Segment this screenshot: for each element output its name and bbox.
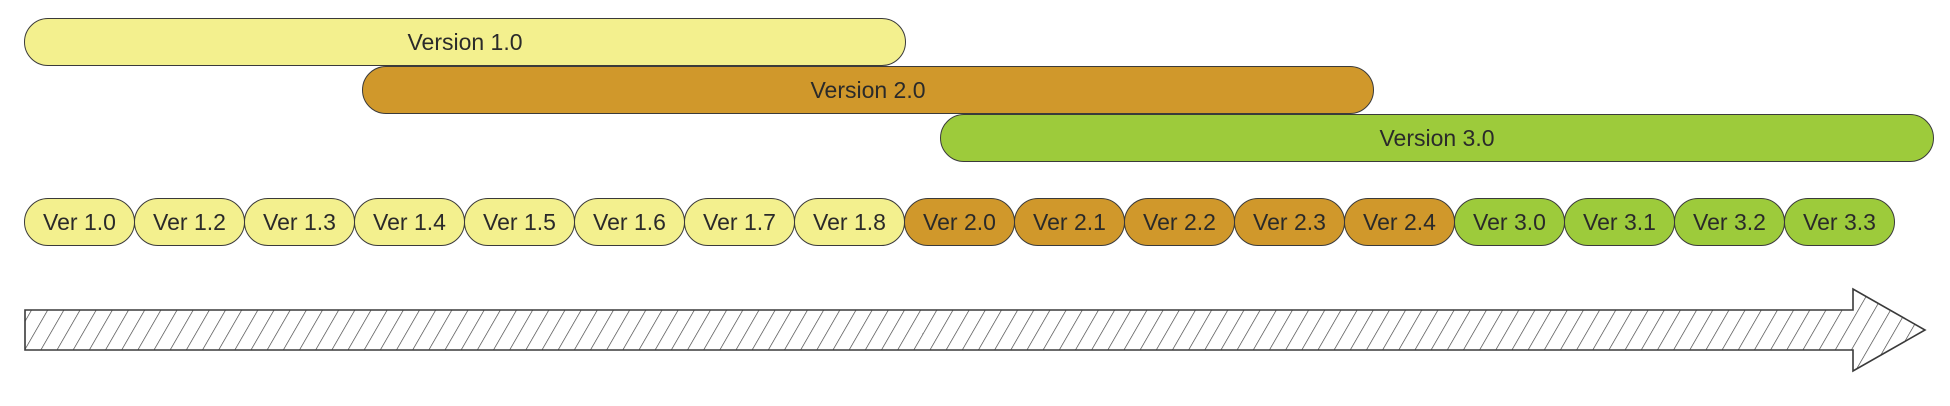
- minor-version-pill: Ver 2.0: [904, 198, 1015, 246]
- minor-version-pill: Ver 1.8: [794, 198, 905, 246]
- minor-version-pill: Ver 3.0: [1454, 198, 1565, 246]
- timeline-arrow-outline: [24, 287, 1927, 373]
- minor-version-pill: Ver 2.2: [1124, 198, 1235, 246]
- minor-version-pill: Ver 1.3: [244, 198, 355, 246]
- minor-version-pill: Ver 1.5: [464, 198, 575, 246]
- minor-version-pill: Ver 3.2: [1674, 198, 1785, 246]
- minor-version-pill: Ver 2.3: [1234, 198, 1345, 246]
- timeline-arrow: [24, 287, 1927, 373]
- major-version-bar-2: Version 2.0: [362, 66, 1374, 114]
- minor-version-pill: Ver 3.3: [1784, 198, 1895, 246]
- major-version-label: Version 3.0: [1379, 124, 1495, 151]
- minor-version-pill: Ver 1.4: [354, 198, 465, 246]
- minor-version-pill: Ver 2.4: [1344, 198, 1455, 246]
- minor-version-pill: Ver 1.0: [24, 198, 135, 246]
- timeline-arrow-hatching: [25, 289, 1925, 371]
- major-version-label: Version 1.0: [407, 28, 523, 55]
- major-version-bar-1: Version 1.0: [24, 18, 906, 66]
- minor-version-pill: Ver 1.7: [684, 198, 795, 246]
- minor-version-pill: Ver 2.1: [1014, 198, 1125, 246]
- minor-version-pill: Ver 1.6: [574, 198, 685, 246]
- minor-version-pill: Ver 3.1: [1564, 198, 1675, 246]
- major-version-bar-3: Version 3.0: [940, 114, 1934, 162]
- major-version-label: Version 2.0: [810, 76, 926, 103]
- minor-version-pill: Ver 1.2: [134, 198, 245, 246]
